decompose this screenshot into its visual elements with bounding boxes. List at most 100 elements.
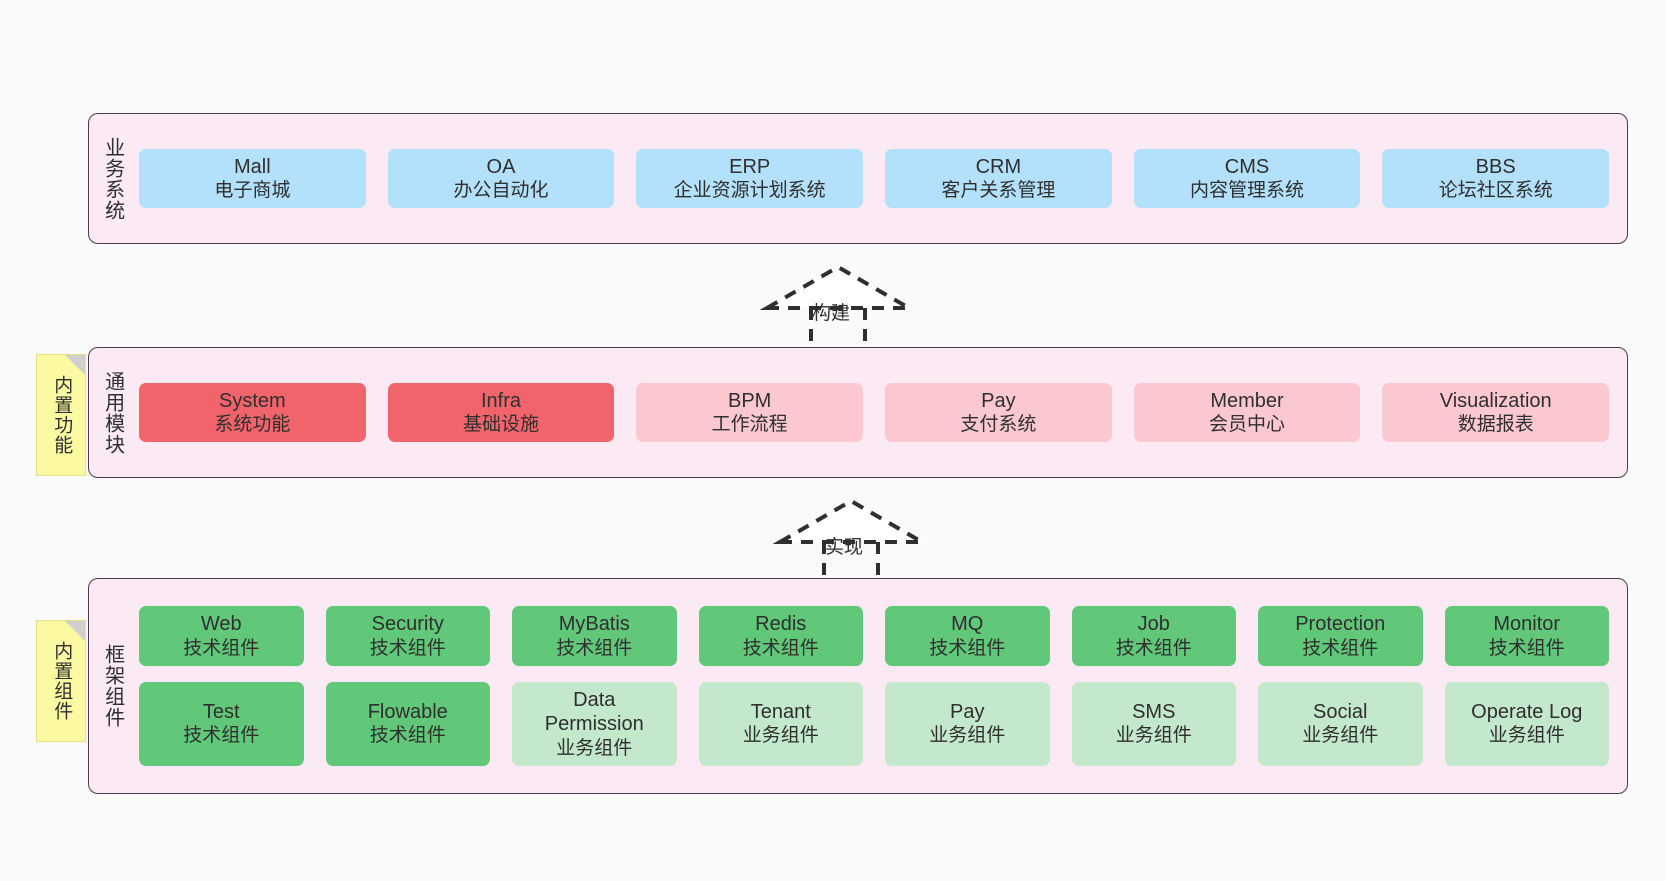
card-subtitle: 客户关系管理 (941, 180, 1056, 202)
card-sms[interactable]: SMS 业务组件 (1071, 681, 1236, 766)
card-title: Pay (950, 700, 985, 723)
card-security[interactable]: Security 技术组件 (325, 606, 490, 666)
card-oa[interactable]: OA 办公自动化 (387, 148, 615, 209)
card-subtitle: 会员中心 (1209, 414, 1286, 436)
card-subtitle: 技术组件 (929, 637, 1006, 659)
card-subtitle: 基础设施 (463, 414, 540, 436)
card-subtitle: 技术组件 (369, 637, 446, 659)
card-subtitle: 论坛社区系统 (1438, 180, 1553, 202)
connector-implement: 实现 (768, 492, 938, 582)
card-subtitle: 技术组件 (183, 725, 260, 747)
layer-caption-framework-component: 框架组件 (101, 644, 124, 728)
card-title: Protection (1295, 613, 1386, 636)
sticky-note-label: 内置组件 (51, 641, 73, 721)
card-visualization[interactable]: Visualization 数据报表 (1382, 382, 1610, 443)
card-subtitle: 电子商城 (214, 180, 291, 202)
card-subtitle: 技术组件 (1488, 637, 1565, 659)
card-erp[interactable]: ERP 企业资源计划系统 (636, 148, 864, 209)
card-row: Test 技术组件 Flowable 技术组件 Data Permission … (139, 681, 1609, 766)
card-title: Member (1210, 389, 1284, 412)
card-mq[interactable]: MQ 技术组件 (885, 606, 1050, 666)
connector-build: 构建 (755, 258, 925, 348)
card-cms[interactable]: CMS 内容管理系统 (1133, 148, 1361, 209)
card-redis[interactable]: Redis 技术组件 (698, 606, 863, 666)
card-title: ERP (729, 155, 771, 178)
card-subtitle: 技术组件 (369, 725, 446, 747)
card-title: Security (371, 613, 444, 636)
card-title: Job (1137, 613, 1170, 636)
card-monitor[interactable]: Monitor 技术组件 (1444, 606, 1609, 666)
card-mall[interactable]: Mall 电子商城 (139, 148, 366, 209)
layer-caption-common-module: 通用模块 (101, 370, 124, 455)
card-subtitle: 办公自动化 (453, 180, 549, 202)
card-pay-business[interactable]: Pay 业务组件 (885, 681, 1050, 766)
card-data-permission[interactable]: Data Permission 业务组件 (512, 681, 677, 766)
card-tenant[interactable]: Tenant 业务组件 (698, 681, 863, 766)
card-member[interactable]: Member 会员中心 (1133, 382, 1361, 443)
card-subtitle: 业务组件 (556, 737, 633, 759)
card-subtitle: 技术组件 (556, 637, 633, 659)
layer-common-module: 通用模块 System 系统功能 Infra 基础设施 BPM 工作流程 Pay… (88, 347, 1628, 478)
card-title: Social (1313, 700, 1368, 723)
card-operate-log[interactable]: Operate Log 业务组件 (1444, 681, 1609, 766)
layer-body-business-system: Mall 电子商城 OA 办公自动化 ERP 企业资源计划系统 CRM 客户关系… (135, 114, 1627, 243)
card-bbs[interactable]: BBS 论坛社区系统 (1382, 148, 1610, 209)
card-crm[interactable]: CRM 客户关系管理 (885, 148, 1112, 209)
card-infra[interactable]: Infra 基础设施 (387, 382, 615, 443)
layer-business-system: 业务系统 Mall 电子商城 OA 办公自动化 ERP 企业资源计划系统 CRM… (88, 113, 1628, 244)
card-subtitle: 业务组件 (1488, 725, 1565, 747)
card-row: Web 技术组件 Security 技术组件 MyBatis 技术组件 Redi… (139, 606, 1609, 666)
card-title: BPM (728, 389, 772, 412)
layer-body-common-module: System 系统功能 Infra 基础设施 BPM 工作流程 Pay 支付系统… (135, 348, 1627, 477)
card-title: Data Permission (544, 688, 644, 736)
card-test[interactable]: Test 技术组件 (139, 681, 304, 766)
card-title: Infra (480, 389, 522, 412)
card-title: Web (200, 613, 242, 636)
card-title: Test (202, 700, 240, 723)
card-pay[interactable]: Pay 支付系统 (885, 382, 1112, 443)
card-subtitle: 业务组件 (742, 725, 819, 747)
card-system[interactable]: System 系统功能 (139, 382, 366, 443)
card-subtitle: 工作流程 (711, 414, 788, 436)
card-title: MQ (951, 613, 984, 636)
card-title: CMS (1224, 155, 1270, 178)
card-flowable[interactable]: Flowable 技术组件 (325, 681, 490, 766)
card-title: Tenant (750, 700, 811, 723)
card-title: SMS (1132, 700, 1176, 723)
card-title: MyBatis (558, 613, 630, 636)
card-subtitle: 企业资源计划系统 (673, 180, 826, 202)
layer-caption-business-system: 业务系统 (101, 136, 124, 221)
card-title: Pay (981, 389, 1016, 412)
card-subtitle: 技术组件 (742, 637, 819, 659)
card-row: System 系统功能 Infra 基础设施 BPM 工作流程 Pay 支付系统… (139, 382, 1610, 443)
card-web[interactable]: Web 技术组件 (139, 606, 304, 666)
sticky-fold-corner (65, 355, 85, 375)
sticky-note-label: 内置功能 (51, 375, 73, 455)
sticky-note-builtin-component: 内置组件 (36, 620, 86, 742)
card-subtitle: 支付系统 (960, 414, 1037, 436)
card-row: Mall 电子商城 OA 办公自动化 ERP 企业资源计划系统 CRM 客户关系… (139, 148, 1610, 209)
card-protection[interactable]: Protection 技术组件 (1258, 606, 1423, 666)
card-subtitle: 数据报表 (1457, 414, 1534, 436)
sticky-fold-corner (65, 621, 85, 641)
sticky-note-builtin-feature: 内置功能 (36, 354, 86, 476)
layer-body-framework-component: Web 技术组件 Security 技术组件 MyBatis 技术组件 Redi… (135, 579, 1627, 793)
card-subtitle: 技术组件 (1302, 637, 1379, 659)
connector-implement-label: 实现 (825, 537, 864, 558)
card-social[interactable]: Social 业务组件 (1258, 681, 1423, 766)
card-mybatis[interactable]: MyBatis 技术组件 (512, 606, 677, 666)
card-bpm[interactable]: BPM 工作流程 (636, 382, 864, 443)
card-title: System (218, 389, 286, 412)
layer-framework-component: 框架组件 Web 技术组件 Security 技术组件 MyBatis 技术组件… (88, 578, 1628, 794)
card-job[interactable]: Job 技术组件 (1071, 606, 1236, 666)
card-title: Visualization (1439, 389, 1552, 412)
card-subtitle: 业务组件 (1302, 725, 1379, 747)
card-title: Redis (755, 613, 807, 636)
card-title: Mall (234, 155, 271, 178)
connector-implement-arrow (772, 498, 930, 582)
card-title: Operate Log (1471, 700, 1583, 723)
card-subtitle: 技术组件 (1115, 637, 1192, 659)
card-subtitle: 技术组件 (183, 637, 260, 659)
card-title: OA (486, 155, 516, 178)
